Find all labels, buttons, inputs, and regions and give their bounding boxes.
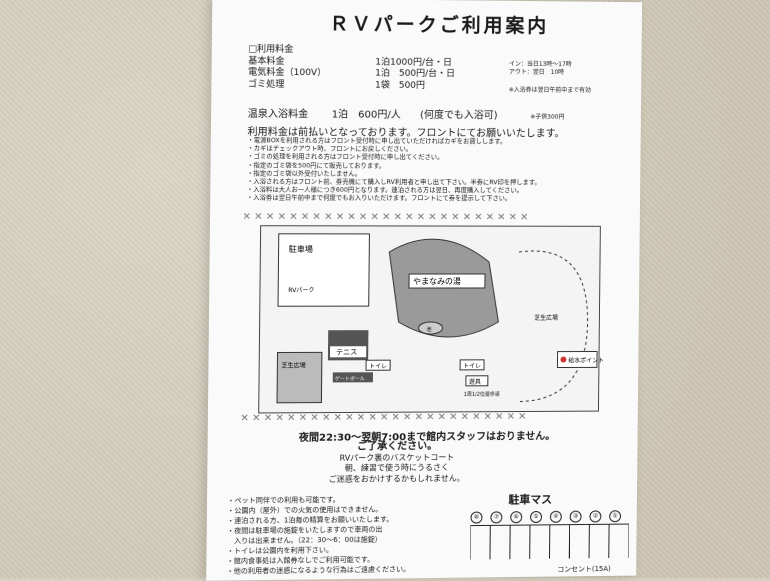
map-kyusui-label: 給水ポイント [568, 356, 604, 364]
map-onsen-label: やまなみの湯 [413, 276, 461, 286]
page-title: ＲＶパークご利用案内 [329, 9, 549, 38]
onsen-name: 温泉入浴料金 [248, 109, 309, 120]
onsen-fee: 温泉入浴料金 1泊 600円/人 (何度でも入浴可) [248, 105, 498, 122]
court-line: 朝、練習で使う時にうるさく [329, 463, 465, 475]
bottom-rules: ・ペット同伴での利用も可能です。 ・公園内（屋外）での火気の使用はできません。 … [227, 494, 411, 576]
parking-title: 駐車マス [508, 491, 552, 507]
ticket-note: ※入浴券は翌日午前中まで有効 [509, 87, 591, 96]
map-shiba-label: 芝生広場 [281, 361, 305, 369]
map-border-bottom: ✕ ✕ ✕ ✕ ✕ ✕ ✕ ✕ ✕ ✕ ✕ ✕ ✕ ✕ ✕ ✕ ✕ ✕ ✕ ✕ … [240, 412, 526, 424]
lawn-area-left [277, 352, 322, 402]
parking-slots: ⑧ ⑦ ⑥ ⑤ ④ ③ ② ① [470, 508, 629, 569]
map-toilet-label-2: トイレ [463, 363, 481, 370]
onsen-value: 1泊 600円/人 [332, 109, 401, 120]
fee-name: ゴミ処理 [248, 79, 375, 91]
information-sheet: ＲＶパークご利用案内 □利用料金 基本料金 1泊1000円/台・日 電気料金（1… [206, 0, 642, 581]
court-notice: ご了承ください。 RVパーク裏のバスケットコート 朝、練習で使う時にうるさく ご… [329, 442, 465, 485]
fee-row: ゴミ処理 1袋 500円 [248, 79, 483, 92]
park-map: ✕ ✕ ✕ ✕ ✕ ✕ ✕ ✕ ✕ ✕ ✕ ✕ ✕ ✕ ✕ ✕ ✕ ✕ ✕ ✕ … [236, 212, 614, 424]
map-walk-label: 1周1/2位遊歩道 [464, 391, 500, 398]
slot-lines [470, 508, 629, 569]
bottom-rule: ・他の利用者の迷惑になるような行為はご遠慮ください。 [227, 564, 411, 576]
map-yudo-label: 遊具 [469, 378, 481, 386]
map-border-top: ✕ ✕ ✕ ✕ ✕ ✕ ✕ ✕ ✕ ✕ ✕ ✕ ✕ ✕ ✕ ✕ ✕ ✕ ✕ ✕ … [242, 212, 528, 224]
map-shiba2-label: 芝生広場 [534, 314, 558, 322]
checkout-time: アウト：翌日 10時 [509, 69, 591, 78]
map-gateball-label: ゲートボール [335, 375, 365, 382]
fee-value: 1袋 500円 [375, 80, 483, 92]
map-parking-label: 駐車場 [289, 244, 313, 254]
outlet-label: コンセント(15A) [557, 564, 611, 575]
map-tennis-label: テニス [336, 347, 357, 356]
fee-table: □利用料金 基本料金 1泊1000円/台・日 電気料金（100V） 1泊 500… [248, 44, 483, 92]
onsen-extra: (何度でも入浴可) [420, 110, 498, 121]
rules-list: ・電源BOXを利用される方はフロント受付時に申し出ていただければカギをお貸ししま… [247, 137, 541, 204]
fee-name: 電気料金（100V） [248, 68, 375, 81]
map-toilet-label-1: トイレ [369, 363, 387, 370]
child-fee: ※子供300円 [530, 112, 564, 121]
fee-value: 1泊1000円/台・日 [375, 57, 483, 69]
rule-item: ・入浴券は翌日午前中まで何度でもお入りいただけます。フロントにて券を提示して下さ… [247, 195, 541, 204]
map-pond-label: 池 [427, 326, 432, 333]
fee-name: 基本料金 [248, 56, 375, 69]
fee-value: 1泊 500円/台・日 [375, 69, 483, 81]
map-rvpark-label: RVパーク [288, 287, 314, 294]
checkin-info: イン：当日13時～17時 アウト：翌日 10時 ※入浴券は翌日午前中まで有効 [509, 61, 592, 95]
court-line: ご迷惑をおかけするかもしれません。 [329, 473, 465, 485]
